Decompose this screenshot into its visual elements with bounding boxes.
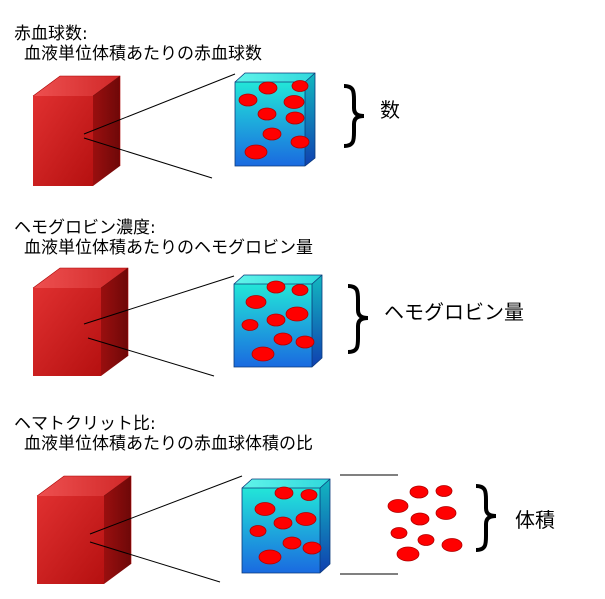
section2-title: ヘモグロビン濃度: bbox=[14, 218, 156, 238]
section3-title: ヘマトクリット比: bbox=[14, 414, 156, 434]
section1-zoom-lines bbox=[83, 73, 236, 179]
section1-title: 赤血球数: bbox=[14, 24, 88, 44]
section1-blood-cube bbox=[32, 75, 121, 186]
section1-subtitle: 血液単位体積あたりの赤血球数 bbox=[24, 44, 262, 64]
section3-brace-label: 体積 bbox=[515, 508, 555, 532]
section1-brace-label: 数 bbox=[380, 98, 400, 122]
section1-brace bbox=[343, 84, 365, 148]
section2-blood-cube bbox=[32, 267, 129, 376]
section2-brace-label: ヘモグロビン量 bbox=[384, 300, 524, 324]
section3-extracted-red-cells bbox=[387, 485, 463, 562]
section2-subtitle: 血液単位体積あたりのヘモグロビン量 bbox=[24, 238, 313, 258]
section2-zoom-lines bbox=[83, 275, 235, 377]
section3-brace bbox=[475, 484, 497, 552]
section2-brace bbox=[347, 284, 369, 354]
section2-red-cells bbox=[241, 280, 315, 362]
section3-blood-cube bbox=[36, 475, 132, 584]
section3-subtitle: 血液単位体積あたりの赤血球体積の比 bbox=[24, 434, 313, 454]
section1-red-cells bbox=[238, 80, 310, 160]
section3-volume-guide-lines bbox=[340, 474, 398, 575]
section3-red-cells-in-cube bbox=[249, 486, 322, 565]
section3-zoom-lines bbox=[89, 475, 243, 583]
